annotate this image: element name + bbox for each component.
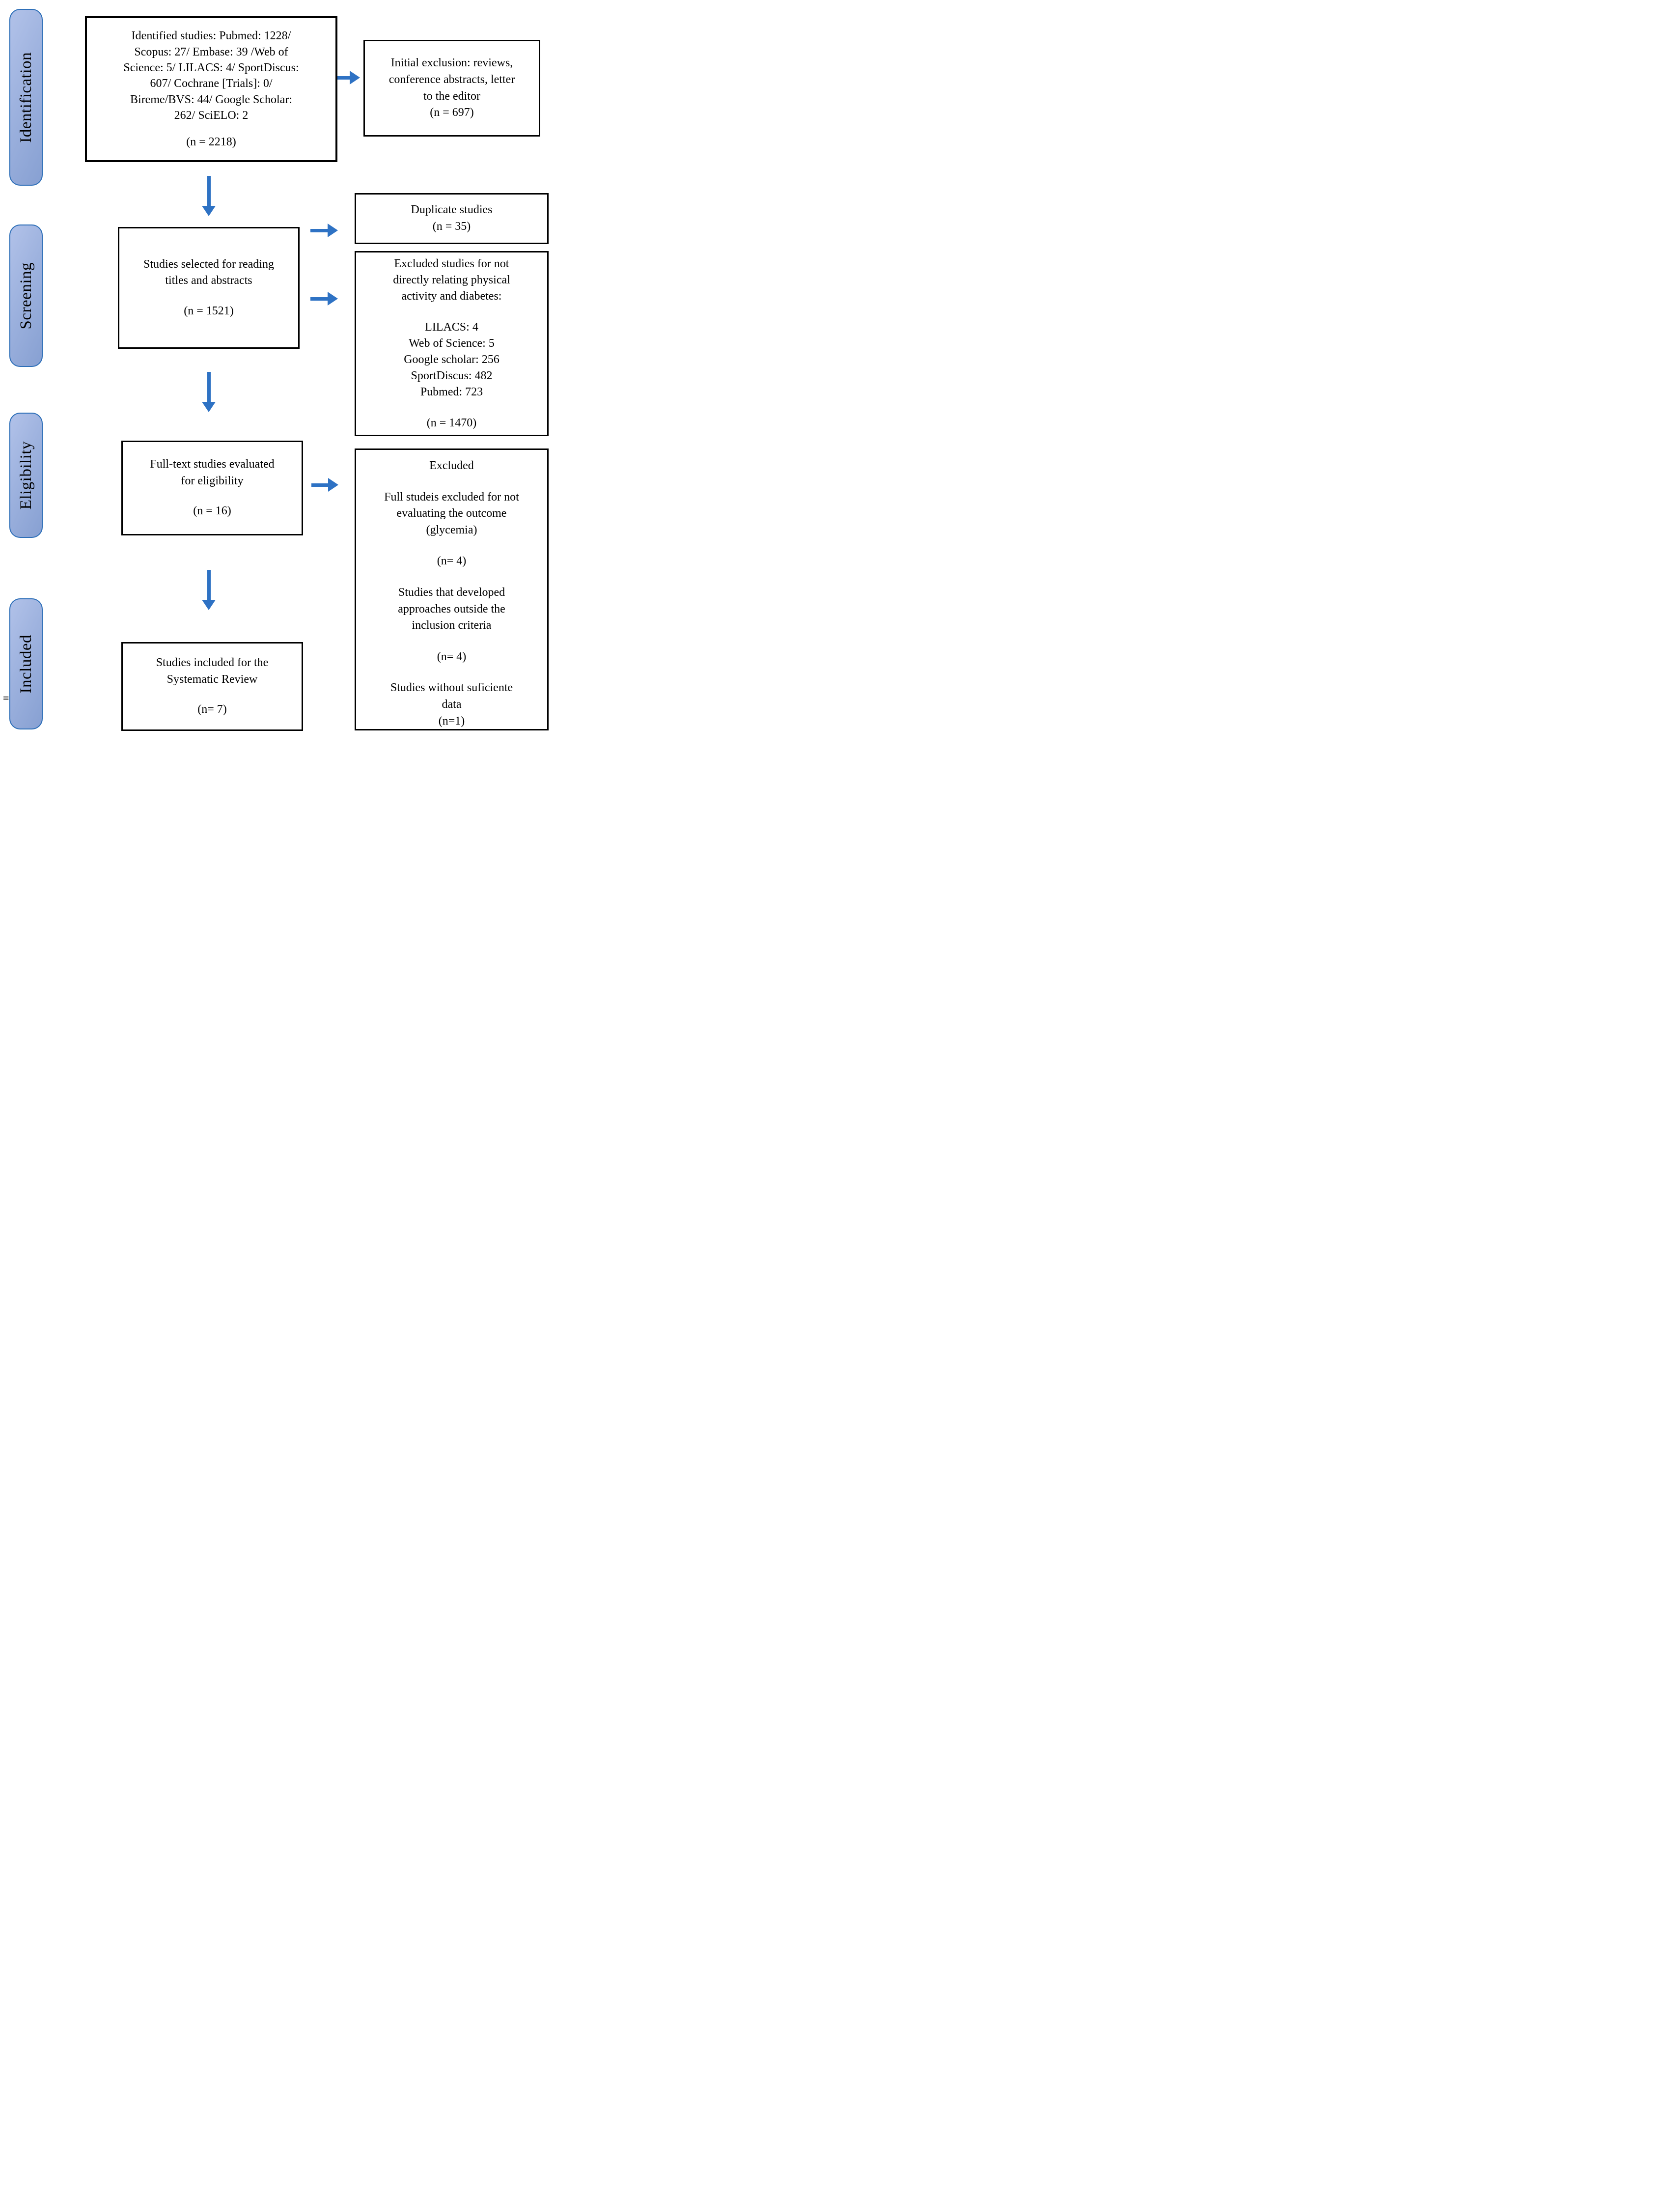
box-studies-included: Studies included for the Systematic Revi…: [121, 642, 303, 731]
stage-label-identification: Identification: [9, 9, 43, 186]
arrow-right-icon: [310, 224, 338, 237]
box-count-text: (n= 7): [197, 703, 227, 716]
box-full-text-evaluated: Full-text studies evaluated for eligibil…: [121, 441, 303, 535]
box-studies-selected: Studies selected for reading titles and …: [118, 227, 300, 349]
arrow-shaft: [310, 228, 328, 232]
stage-label-text: Eligibility: [17, 441, 35, 510]
box-body-text: Duplicate studies: [411, 203, 493, 217]
stage-label-included: Included: [9, 598, 43, 729]
box-paragraph: Studies without suficiente data: [390, 681, 513, 711]
stray-equals-mark: =: [3, 692, 9, 704]
box-count-text: (n = 2218): [186, 136, 236, 149]
box-duplicate-studies: Duplicate studies (n = 35): [355, 193, 549, 244]
arrow-head: [202, 600, 216, 610]
stage-label-text: Included: [17, 634, 35, 694]
arrow-shaft: [337, 76, 350, 80]
arrow-shaft: [310, 297, 328, 301]
box-identified-studies: Identified studies: Pubmed: 1228/ Scopus…: [85, 16, 337, 162]
arrow-right-icon: [311, 478, 338, 492]
arrow-head: [328, 292, 338, 306]
box-body-text: Identified studies: Pubmed: 1228/ Scopus…: [123, 29, 299, 122]
box-initial-exclusion: Initial exclusion: reviews, conference a…: [363, 40, 540, 137]
box-database-list: LILACS: 4 Web of Science: 5 Google schol…: [404, 320, 499, 399]
stage-label-eligibility: Eligibility: [9, 413, 43, 538]
arrow-down-icon: [202, 570, 216, 610]
box-body-text: Full-text studies evaluated for eligibil…: [150, 458, 275, 487]
arrow-head: [202, 402, 216, 412]
arrow-down-icon: [202, 176, 216, 216]
prisma-flow-diagram: Identification Screening Eligibility Inc…: [0, 0, 555, 737]
arrow-head: [350, 71, 360, 84]
stage-label-text: Screening: [17, 262, 35, 330]
arrow-head: [328, 224, 338, 237]
box-paragraph: Studies that developed approaches outsid…: [398, 586, 505, 632]
box-paragraph: Full studeis excluded for not evaluating…: [384, 490, 519, 536]
box-count-text: (n = 1470): [426, 417, 477, 430]
box-body-text: Initial exclusion: reviews, conference a…: [388, 56, 515, 103]
box-body-text: Studies selected for reading titles and …: [143, 257, 274, 287]
box-count-text: (n = 1521): [184, 304, 234, 317]
arrow-down-icon: [202, 372, 216, 412]
box-count-text: (n = 35): [432, 220, 471, 233]
arrow-shaft: [207, 570, 211, 600]
box-count-text: (n=1): [438, 714, 465, 728]
arrow-right-icon: [337, 71, 360, 84]
box-body-text: Studies included for the Systematic Revi…: [156, 656, 269, 686]
box-excluded-not-related: Excluded studies for not directly relati…: [355, 251, 549, 436]
box-count-text: (n = 697): [430, 106, 474, 119]
arrow-head: [202, 206, 216, 216]
box-body-text: Excluded studies for not directly relati…: [393, 257, 510, 303]
arrow-shaft: [311, 483, 328, 487]
stage-label-screening: Screening: [9, 224, 43, 367]
box-excluded-full-text: Excluded Full studeis excluded for not e…: [355, 448, 549, 730]
box-count-text: (n = 16): [193, 504, 231, 518]
box-title-text: Excluded: [429, 459, 474, 472]
arrow-shaft: [207, 372, 211, 402]
arrow-head: [328, 478, 338, 492]
box-count-text: (n= 4): [437, 650, 467, 663]
arrow-shaft: [207, 176, 211, 206]
stage-label-text: Identification: [17, 52, 35, 143]
arrow-right-icon: [310, 292, 338, 306]
box-count-text: (n= 4): [437, 555, 467, 568]
